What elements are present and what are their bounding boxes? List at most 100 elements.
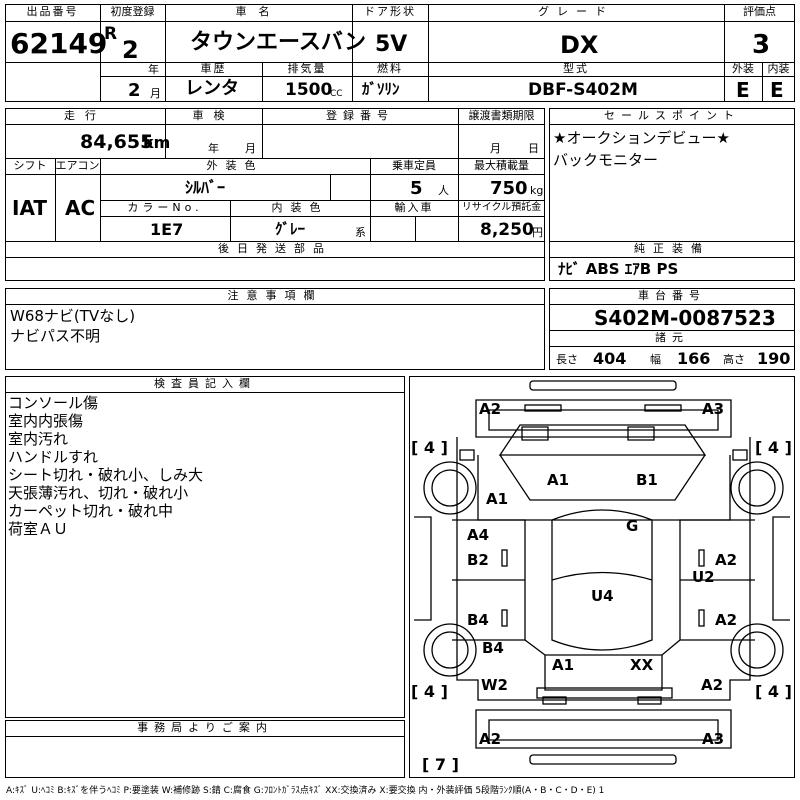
inspector-line-3: 室内汚れ — [8, 430, 69, 448]
inspector-line-7: カーペット切れ・破れ中 — [8, 502, 174, 520]
int-color-label: 内装色 — [271, 201, 329, 214]
equipment-value: ﾅﾋﾞ ABS ｴｱB PS — [558, 260, 679, 278]
damage-mark: A2 — [479, 400, 502, 418]
fuel-label: 燃料 — [377, 62, 403, 75]
damage-mark: B4 — [482, 639, 504, 657]
door: 5V — [375, 32, 408, 57]
equipment-label: 純正装備 — [634, 242, 710, 255]
inspector-line-5: シート切れ・破れ小、しみ大 — [8, 466, 204, 484]
notes-line-2: ナビパス不明 — [10, 327, 101, 345]
damage-mark: A4 — [467, 526, 490, 544]
notes-line-1: W68ナビ(TVなし) — [10, 307, 136, 325]
inspector-line-1: コンソール傷 — [8, 394, 99, 412]
damage-mark: A1 — [552, 656, 575, 674]
exterior-label: 外装 — [732, 62, 754, 75]
damage-mark: B2 — [467, 551, 489, 569]
damage-mark: A2 — [715, 611, 738, 629]
model-label: 型式 — [563, 62, 589, 75]
color: ｼﾙﾊﾞｰ — [185, 178, 226, 197]
first-reg-label: 初度登録 — [110, 5, 155, 18]
height: 190 — [757, 349, 791, 368]
shift: IAT — [12, 196, 48, 220]
damage-mark: B4 — [467, 611, 489, 629]
displacement-unit: CC — [330, 89, 343, 99]
max-load-label: 最大積載量 — [474, 159, 529, 172]
damage-mark: A2 — [715, 551, 738, 569]
lot-label: 出品番号 — [26, 5, 79, 18]
tire-grade-rear-left: [ 4 ] — [411, 682, 448, 701]
score: 3 — [752, 30, 771, 60]
width-label: 幅 — [650, 353, 661, 366]
tire-grade-spare: [ 7 ] — [422, 755, 459, 774]
interior-grade: E — [770, 78, 784, 102]
int-color: ｸﾞﾚｰ — [275, 220, 306, 238]
mileage: 84,655 — [80, 131, 154, 153]
inspector-line-8: 荷室ＡＵ — [8, 520, 69, 538]
mileage-unit: km — [143, 133, 171, 152]
interior-label: 内装 — [767, 62, 790, 75]
tire-grade-rear-right: [ 4 ] — [755, 682, 792, 701]
car-name: タウンエースバン — [190, 30, 367, 55]
door-label: ドア形状 — [364, 5, 416, 18]
import-label: 輸入車 — [394, 201, 434, 214]
name-label: 車名 — [235, 5, 282, 18]
insp-month-unit: 月 — [245, 142, 256, 155]
damage-mark: A2 — [701, 676, 724, 694]
inspector-block — [5, 376, 405, 718]
mileage-label: 走行 — [64, 109, 106, 122]
score-label: 評価点 — [743, 5, 776, 18]
max-load: 750 — [490, 178, 528, 199]
color-no: 1E7 — [150, 220, 184, 239]
int-color-unit: 系 — [355, 226, 366, 239]
era: R — [104, 24, 118, 44]
tire-grade-front-left: [ 4 ] — [411, 438, 448, 457]
displacement-label: 排気量 — [287, 62, 327, 75]
chassis-number: S402M-0087523 — [594, 306, 776, 330]
damage-mark: W2 — [481, 676, 508, 694]
damage-mark: G — [626, 517, 639, 535]
recycle-unit: 円 — [532, 226, 543, 239]
grade-label: グレード — [538, 5, 614, 18]
recycle-label: リサイクル預託金 — [461, 202, 542, 213]
transfer-day-unit: 日 — [528, 142, 539, 155]
inspector-label: 検査員記入欄 — [154, 377, 256, 390]
capacity: 5 — [410, 178, 423, 199]
length-label: 長さ — [556, 353, 578, 366]
exterior-grade: E — [736, 78, 750, 102]
inspector-line-4: ハンドルすれ — [8, 448, 99, 466]
header-block — [5, 4, 795, 102]
height-label: 高さ — [723, 353, 745, 366]
damage-mark: A3 — [702, 400, 725, 418]
color-label: 外装色 — [206, 159, 264, 172]
car-diagram — [414, 380, 790, 765]
office-label: 事務局よりご案内 — [137, 721, 273, 734]
damage-mark: A1 — [547, 471, 570, 489]
grade: DX — [560, 31, 599, 59]
notes-label: 注意事項欄 — [227, 289, 323, 302]
diagram-block — [409, 376, 795, 778]
reg-month: 2 — [128, 80, 141, 101]
damage-mark: A3 — [702, 730, 725, 748]
damage-mark: XX — [630, 656, 654, 674]
tire-grade-front-right: [ 4 ] — [755, 438, 792, 457]
reg-no-label: 登録番号 — [326, 109, 394, 122]
length: 404 — [593, 349, 627, 368]
notes-block — [5, 288, 545, 370]
chassis-label: 車台番号 — [638, 289, 706, 302]
damage-mark: A2 — [479, 730, 502, 748]
capacity-label: 乗車定員 — [392, 159, 436, 172]
later-parts-label: 後日発送部品 — [218, 242, 332, 255]
sales-point-line-2: バックモニター — [553, 151, 659, 169]
legend-text: A:ｷｽﾞ U:ﾍｺﾐ B:ｷｽﾞを伴うﾍｺﾐ P:要塗装 W:補修跡 S:錆 … — [6, 786, 605, 796]
capacity-unit: 人 — [438, 184, 449, 197]
damage-mark: U4 — [591, 587, 614, 605]
ac-label: エアコン — [55, 159, 100, 172]
history: レンタ — [185, 78, 239, 99]
ac: AC — [65, 196, 96, 220]
inspector-line-6: 天張薄汚れ、切れ・破れ小 — [8, 484, 189, 502]
sales-point-line-1: ★オークションデビュー★ — [553, 129, 730, 147]
info-block — [5, 108, 545, 281]
chassis-block — [549, 288, 795, 370]
color-no-label: カラーNo. — [127, 201, 203, 214]
office-block — [5, 720, 405, 778]
